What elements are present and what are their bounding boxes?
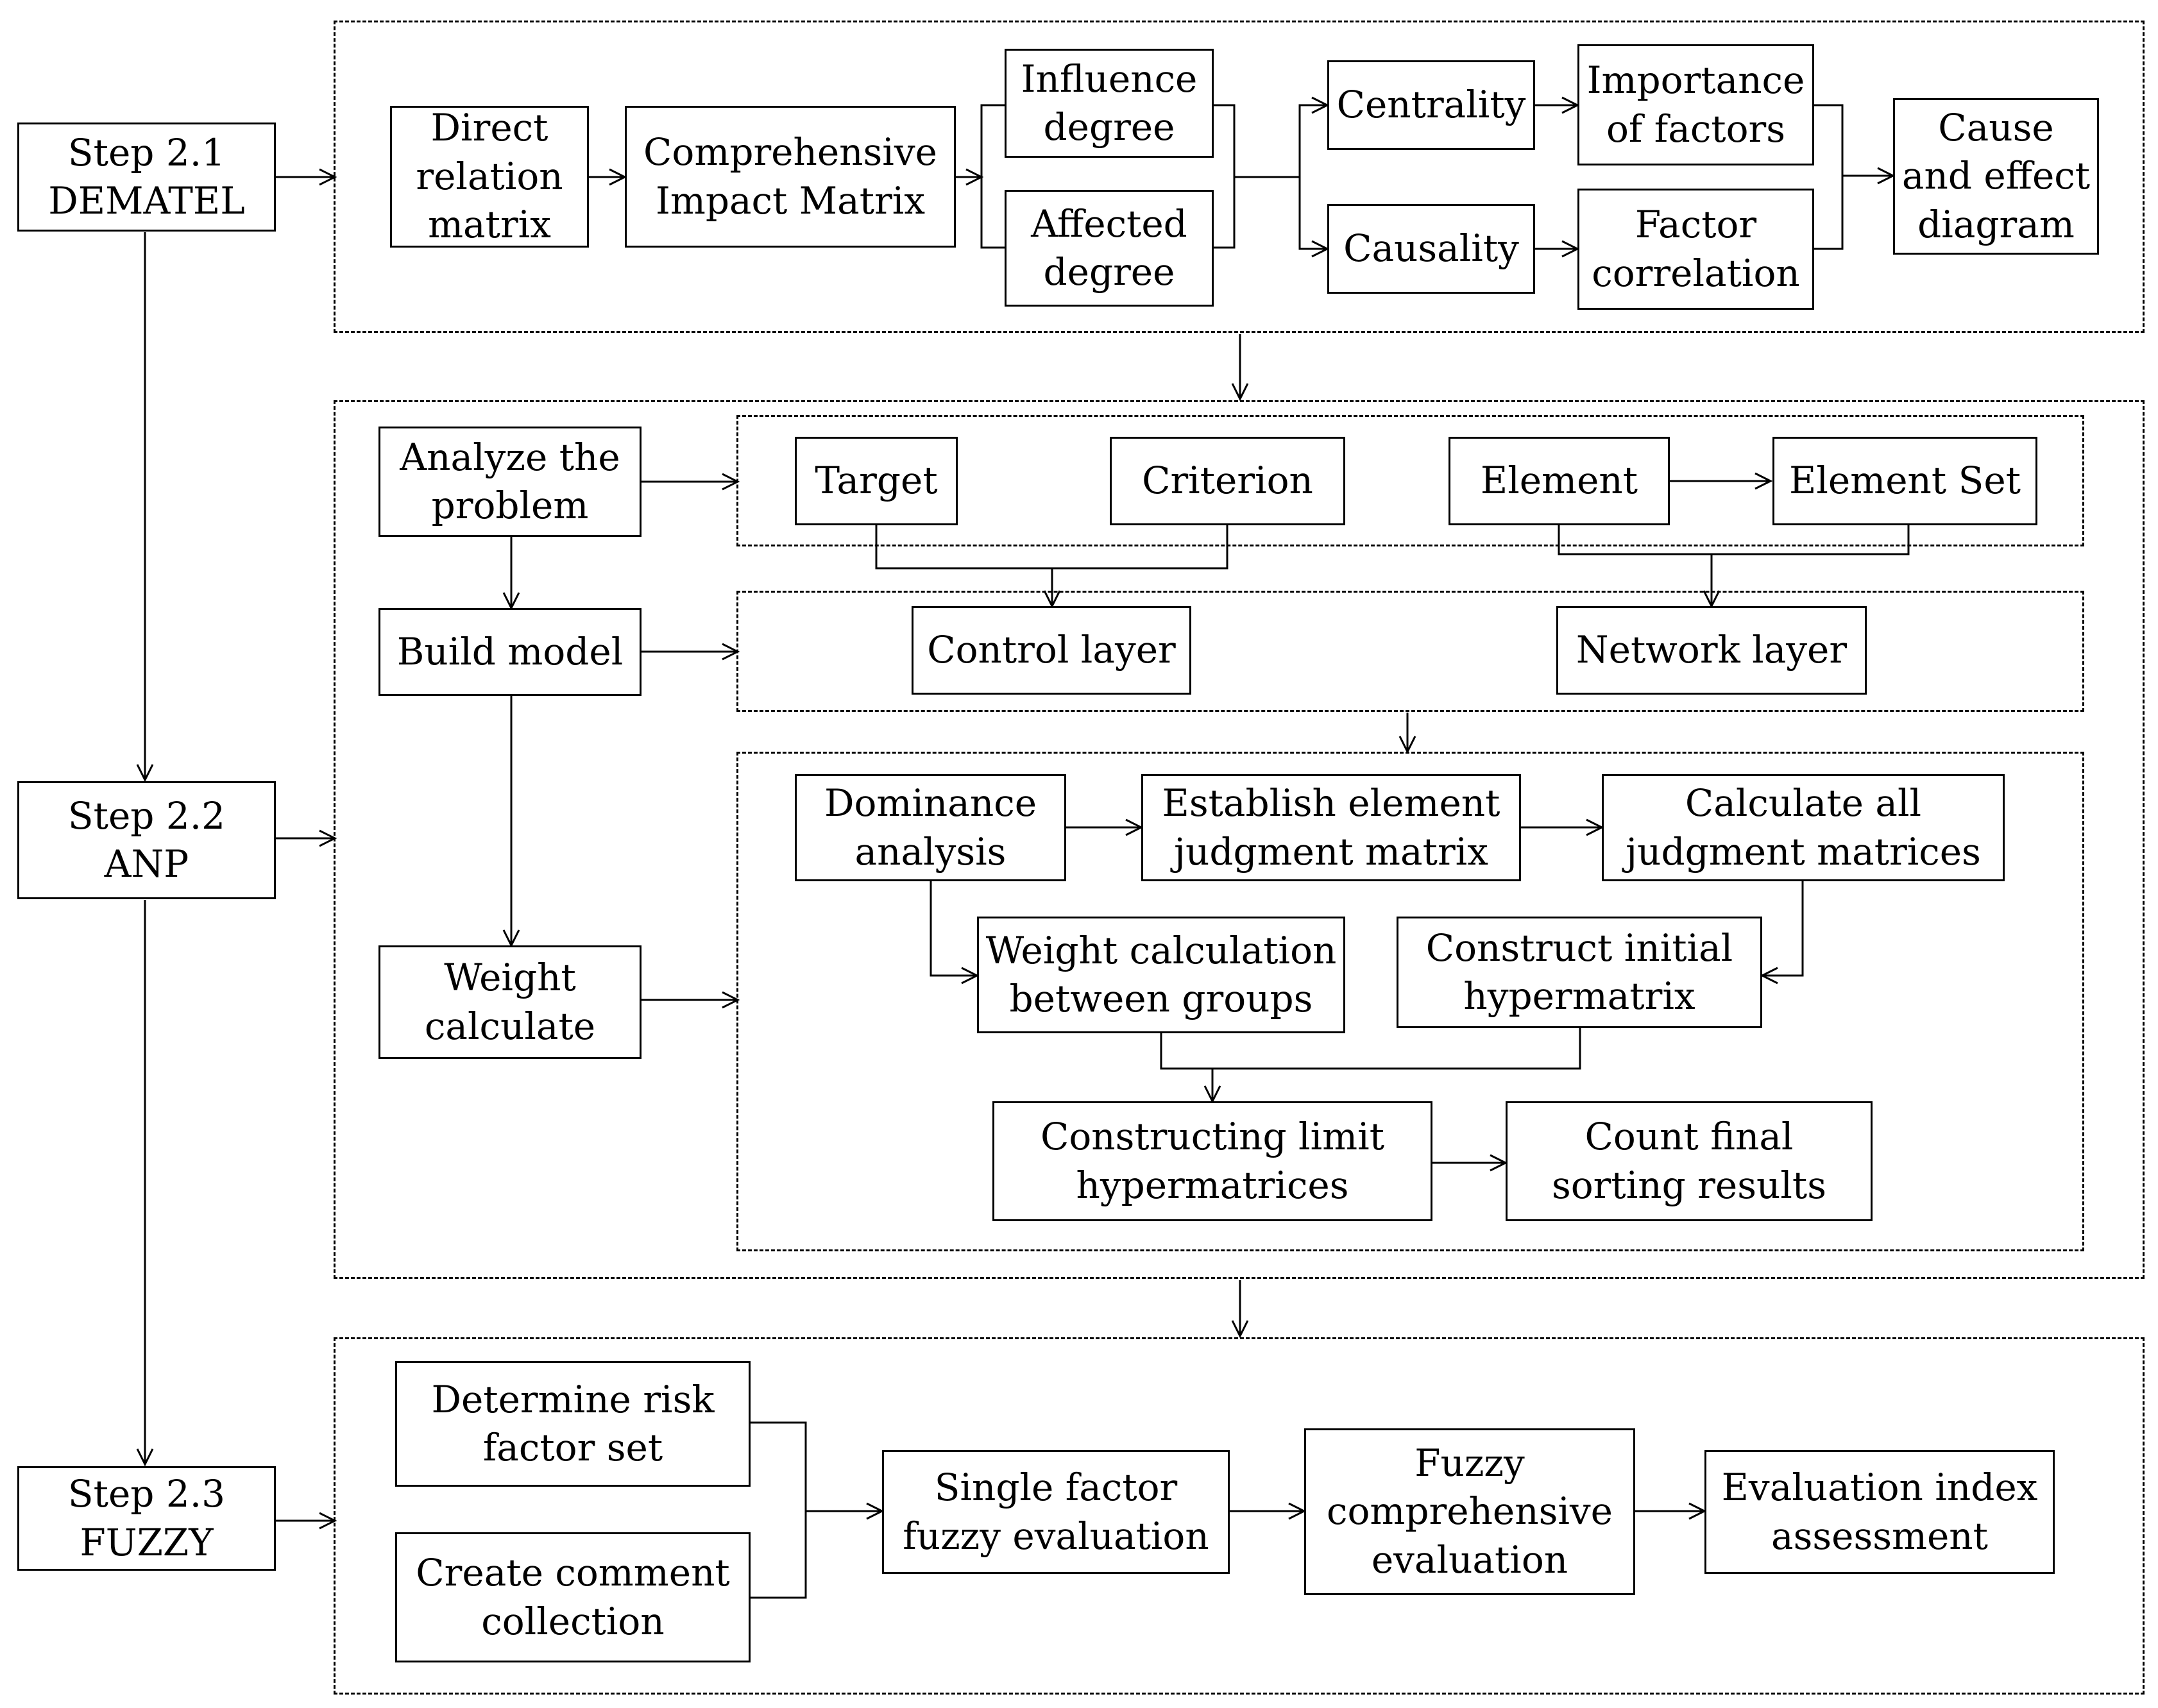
element-set-box: Element Set bbox=[1772, 437, 2037, 525]
comprehensive-impact-matrix-box: Comprehensive Impact Matrix bbox=[625, 106, 956, 248]
anp-goal-region bbox=[736, 415, 2084, 546]
line-hyper-merge bbox=[1160, 1028, 1581, 1070]
arrow-dominance-to-weight-groups bbox=[930, 881, 980, 985]
establish-judgment-matrix-box: Establish element judgment matrix bbox=[1141, 774, 1521, 881]
step-2-3-box: Step 2.3 FUZZY bbox=[17, 1466, 276, 1571]
criterion-box: Criterion bbox=[1110, 437, 1345, 525]
dominance-analysis-box: Dominance analysis bbox=[795, 774, 1066, 881]
influence-degree-box: Influence degree bbox=[1005, 49, 1214, 158]
element-box: Element bbox=[1449, 437, 1670, 525]
anp-panel bbox=[334, 400, 2145, 1279]
single-factor-fuzzy-evaluation-box: Single factor fuzzy evaluation bbox=[882, 1450, 1230, 1574]
factor-correlation-box: Factor correlation bbox=[1577, 189, 1814, 310]
arrow-calculate-to-initial bbox=[1760, 881, 1804, 985]
affected-degree-box: Affected degree bbox=[1005, 190, 1214, 307]
build-model-box: Build model bbox=[378, 608, 641, 696]
step-2-2-box: Step 2.2 ANP bbox=[17, 781, 276, 899]
target-box: Target bbox=[795, 437, 958, 525]
bracket-importance-correlation bbox=[1814, 104, 1844, 250]
fuzzy-panel bbox=[334, 1337, 2145, 1695]
anp-calculation-region bbox=[736, 752, 2084, 1251]
weight-calculate-box: Weight calculate bbox=[378, 945, 641, 1059]
centrality-box: Centrality bbox=[1327, 60, 1535, 150]
calculate-judgment-matrices-box: Calculate all judgment matrices bbox=[1602, 774, 2005, 881]
construct-initial-hypermatrix-box: Construct initial hypermatrix bbox=[1397, 917, 1762, 1028]
analyze-problem-box: Analyze the problem bbox=[378, 427, 641, 537]
constructing-limit-hypermatrices-box: Constructing limit hypermatrices bbox=[992, 1101, 1432, 1221]
weight-calculation-groups-box: Weight calculation between groups bbox=[977, 917, 1345, 1033]
arrow-to-centrality bbox=[1298, 96, 1330, 177]
step-2-1-box: Step 2.1 DEMATEL bbox=[17, 123, 276, 232]
network-layer-box: Network layer bbox=[1556, 606, 1867, 695]
determine-risk-factor-set-box: Determine risk factor set bbox=[395, 1361, 751, 1487]
anp-layer-region bbox=[736, 591, 2084, 712]
cause-and-effect-diagram-box: Cause and effect diagram bbox=[1893, 98, 2099, 255]
importance-of-factors-box: Importance of factors bbox=[1577, 44, 1814, 165]
causality-box: Causality bbox=[1327, 204, 1535, 294]
line-element-set-merge bbox=[1558, 525, 1910, 555]
dematel-panel bbox=[334, 21, 2145, 333]
count-final-sorting-results-box: Count final sorting results bbox=[1506, 1101, 1873, 1221]
control-layer-box: Control layer bbox=[912, 606, 1191, 695]
direct-relation-matrix-box: Direct relation matrix bbox=[390, 106, 589, 248]
evaluation-index-assessment-box: Evaluation index assessment bbox=[1704, 1450, 2055, 1574]
arrow-to-causality bbox=[1298, 177, 1330, 258]
create-comment-collection-box: Create comment collection bbox=[395, 1532, 751, 1662]
fuzzy-comprehensive-evaluation-box: Fuzzy comprehensive evaluation bbox=[1304, 1428, 1635, 1595]
